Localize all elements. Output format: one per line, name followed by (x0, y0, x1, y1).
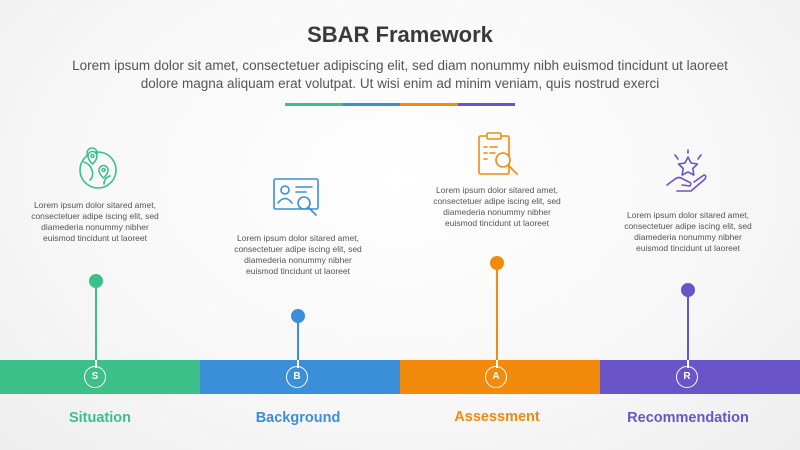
timeline-dot (490, 256, 504, 270)
connector-line (95, 286, 97, 360)
timeline-dot (89, 274, 103, 288)
label-recommendation: Recommendation (627, 410, 749, 426)
label-situation: Situation (68, 410, 132, 426)
connector-line (496, 268, 498, 360)
step-description: Lorem ipsum dolor sitared amet, consecte… (624, 210, 752, 253)
band-connector (496, 360, 498, 368)
band-connector (297, 360, 299, 368)
letter-badge-s: S (84, 366, 106, 388)
divider-segment-orange (400, 103, 458, 106)
divider-segment-blue (342, 103, 400, 106)
letter-badge-a: A (485, 366, 507, 388)
band-recommendation (600, 360, 800, 394)
band-connector (95, 360, 97, 368)
id-card-search-icon (273, 178, 319, 216)
step-description: Lorem ipsum dolor sitared amet, consecte… (433, 185, 561, 228)
letter-badge-b: B (286, 366, 308, 388)
step-description: Lorem ipsum dolor sitared amet, consecte… (31, 200, 159, 243)
label-background: Background (255, 410, 341, 426)
page-subtitle: Lorem ipsum dolor sit amet, consectetuer… (72, 58, 728, 91)
title-divider (285, 103, 515, 106)
connector-line (297, 321, 299, 360)
divider-segment-green (285, 103, 343, 106)
letter-badge-r: R (676, 366, 698, 388)
band-connector (687, 360, 689, 368)
globe-location-icon (79, 147, 117, 189)
hand-star-icon (666, 149, 707, 192)
divider-segment-purple (457, 103, 515, 106)
clipboard-search-icon (478, 132, 518, 175)
timeline-dot (681, 283, 695, 297)
step-description: Lorem ipsum dolor sitared amet, consecte… (234, 233, 362, 276)
timeline-dot (291, 309, 305, 323)
page-title: SBAR Framework (307, 22, 493, 47)
connector-line (687, 295, 689, 360)
label-assessment: Assessment (454, 409, 540, 425)
